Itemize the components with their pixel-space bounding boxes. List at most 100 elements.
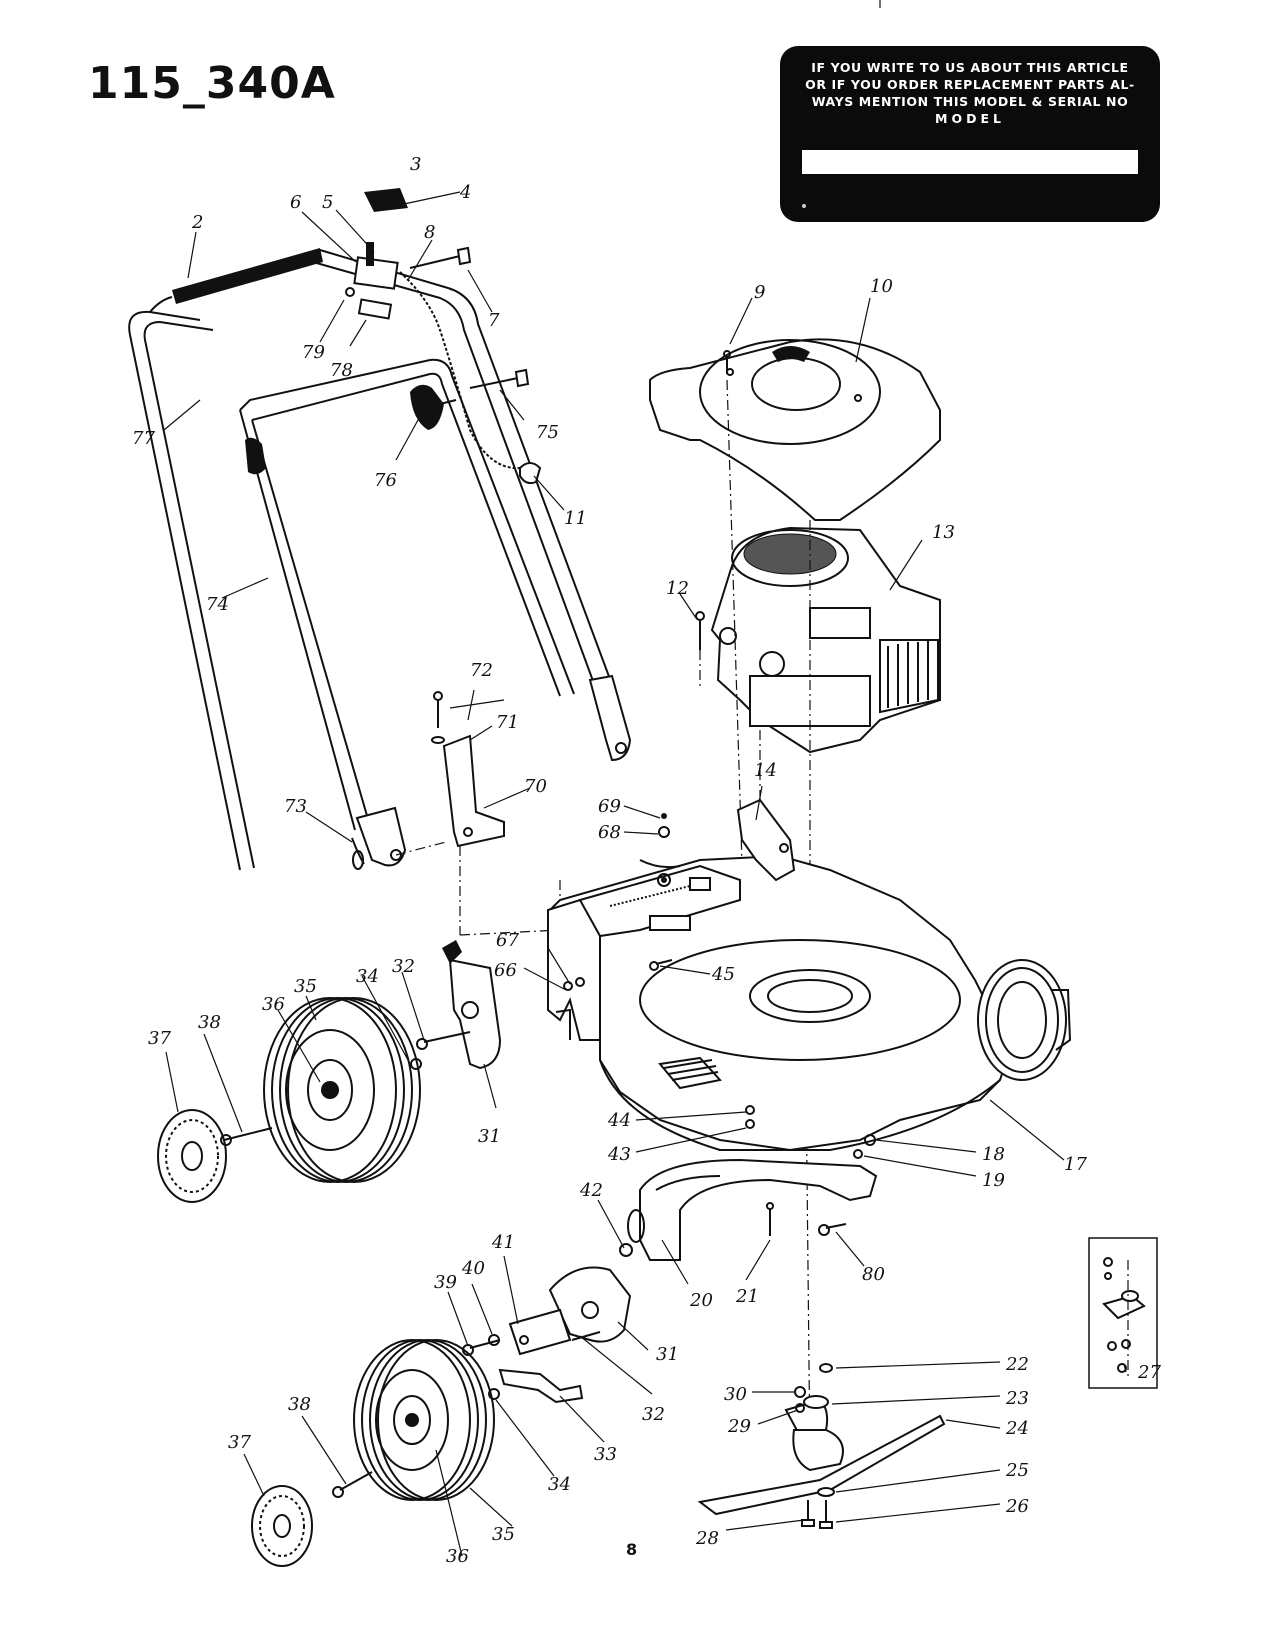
callout-21: 21 [735, 1286, 759, 1307]
callout-36-lower: 36 [446, 1546, 469, 1567]
callout-29: 29 [727, 1416, 751, 1437]
callout-78: 78 [330, 360, 353, 381]
callout-30: 30 [724, 1384, 747, 1405]
callout-17: 17 [1064, 1154, 1087, 1175]
key-22 [819, 1363, 833, 1373]
notice-line-3: WAYS MENTION THIS MODEL & SERIAL NO [811, 94, 1129, 109]
engine-mount-plate [578, 864, 741, 938]
callout-8: 8 [424, 222, 435, 243]
bolt-12 [695, 611, 705, 650]
callout-34-lower: 34 [548, 1474, 571, 1495]
notice-model-label: MODEL [935, 111, 1005, 126]
lever-33 [498, 1368, 584, 1404]
axle-bolt-38-lower [332, 1471, 373, 1498]
callout-12: 12 [666, 578, 689, 599]
model-number-title: 115_340A [88, 58, 336, 109]
notice-line-1: IF YOU WRITE TO US ABOUT THIS ARTICLE [811, 60, 1129, 75]
callout-73: 73 [284, 796, 307, 817]
fasteners-43-44 [745, 1105, 755, 1129]
callout-34-upper: 34 [356, 966, 379, 987]
screw-45 [649, 959, 673, 971]
callout-45: 45 [711, 964, 735, 985]
bolt-32-upper [416, 1031, 471, 1050]
engine-shroud-10 [649, 338, 941, 521]
callout-32-upper: 32 [392, 956, 415, 977]
callout-40: 40 [461, 1258, 485, 1279]
height-adjuster-31-upper [442, 940, 502, 1070]
nut-42 [619, 1243, 633, 1257]
lower-handle [239, 358, 632, 867]
callout-68: 68 [598, 822, 621, 843]
callout-77: 77 [132, 428, 155, 449]
callout-35-lower: 35 [492, 1524, 515, 1545]
rear-wheel-35-upper [263, 997, 421, 1183]
bolt-7 [409, 246, 472, 269]
model-serial-notice-box: IF YOU WRITE TO US ABOUT THIS ARTICLE OR… [780, 46, 1160, 222]
leader-lines [163, 191, 1127, 1557]
bolt-80 [818, 1223, 847, 1236]
callout-41: 41 [491, 1232, 515, 1253]
callout-10: 10 [870, 276, 893, 297]
callout-72: 72 [470, 660, 493, 681]
callout-71: 71 [496, 712, 519, 733]
bolt-32-lower [571, 1331, 601, 1341]
callout-76: 76 [374, 470, 397, 491]
callout-75: 75 [536, 422, 559, 443]
upper-handle [128, 248, 615, 871]
deck-bracket-14 [736, 798, 796, 882]
washer-34-lower [488, 1388, 500, 1400]
axle-bolt-38-upper [220, 1127, 273, 1146]
control-lever-assembly [345, 188, 408, 320]
page-number: 8 [626, 1540, 638, 1559]
height-adjuster-31-lower [548, 1266, 632, 1343]
callout-38-lower: 38 [288, 1394, 311, 1415]
engine-13 [710, 526, 941, 754]
callout-32-lower: 32 [642, 1404, 665, 1425]
bolt-75 [469, 368, 530, 389]
model-number-field [802, 150, 1138, 174]
hubcap-37-lower [251, 1485, 313, 1567]
handle-knob-left [245, 437, 266, 475]
front-right-wheel [977, 959, 1072, 1081]
callout-2: 2 [191, 212, 203, 233]
callout-79: 79 [302, 342, 325, 363]
callout-70: 70 [524, 776, 547, 797]
callout-14: 14 [754, 760, 777, 781]
bolt-21 [766, 1202, 774, 1236]
washer-34-upper [410, 1058, 422, 1070]
fasteners-68-69 [658, 813, 670, 838]
discharge-chute-20 [627, 1158, 878, 1261]
callout-25: 25 [1005, 1460, 1029, 1481]
rear-wheel-35-lower [353, 1339, 495, 1501]
blade-24 [697, 1414, 946, 1516]
screw-9 [723, 350, 731, 374]
callout-20: 20 [689, 1290, 713, 1311]
callout-39: 39 [434, 1272, 457, 1293]
callout-6: 6 [290, 192, 301, 213]
callout-35-upper: 35 [294, 976, 317, 997]
washer-40 [488, 1334, 500, 1346]
callout-7: 7 [488, 310, 500, 331]
callout-23: 23 [1005, 1388, 1029, 1409]
callout-labels: 2 3 4 5 6 7 8 9 10 11 12 13 14 17 18 19 … [132, 154, 1161, 1567]
callout-22: 22 [1005, 1354, 1029, 1375]
callout-44: 44 [607, 1110, 631, 1131]
callout-31-lower: 31 [656, 1344, 679, 1365]
callout-80: 80 [862, 1264, 885, 1285]
fasteners-66-67 [563, 977, 585, 991]
cable-clip-11 [519, 462, 542, 485]
callout-13: 13 [932, 522, 955, 543]
callout-9: 9 [754, 282, 765, 303]
callout-42: 42 [579, 1180, 603, 1201]
callout-43: 43 [607, 1144, 631, 1165]
handle-bracket-70 [431, 691, 505, 848]
callout-5: 5 [322, 192, 333, 213]
callout-24: 24 [1005, 1418, 1029, 1439]
bolts-25-26-28 [801, 1487, 835, 1529]
notice-dot [802, 204, 806, 208]
callout-37-upper: 37 [148, 1028, 171, 1049]
notice-line-2: OR IF YOU ORDER REPLACEMENT PARTS AL- [805, 77, 1135, 92]
control-cable [399, 271, 521, 470]
